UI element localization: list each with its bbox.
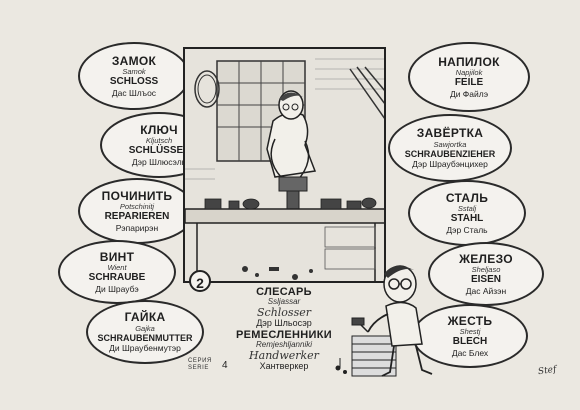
- word-russian: СТАЛЬ: [445, 190, 489, 205]
- word-transliteration: Gajka: [135, 323, 155, 333]
- word-russian: ВИНТ: [99, 249, 135, 264]
- word-transliteration: Samok: [122, 67, 146, 77]
- vocab-oval-nut: ГАЙКА Gajka SCHRAUBENMUTTER Ди Шраубенму…: [86, 300, 204, 364]
- word-german-cyrillic: Дас Айзэн: [465, 285, 507, 296]
- word-russian: ГАЙКА: [124, 310, 166, 325]
- vocab-oval-lock: ЗАМОК Samok SCHLOSS Дас Шлъос: [78, 42, 190, 110]
- card-number-badge: 2: [189, 270, 211, 292]
- vocab-oval-repair: ПОЧИНИТЬ Potschinitj REPARIEREN Рэпарирэ…: [78, 178, 196, 244]
- word-german-cyrillic: Рэпарирэн: [115, 222, 159, 233]
- word-transliteration: Sawjortka: [433, 139, 467, 149]
- word-russian: КЛЮЧ: [140, 122, 178, 137]
- word-german-cyrillic: Дас Блех: [451, 347, 489, 358]
- word-transliteration: Potschinitj: [119, 202, 155, 212]
- word-german: SCHRAUBENZIEHER: [404, 148, 496, 159]
- word-russian: ЗАВЁРТКА: [416, 126, 484, 141]
- word-german-cyrillic: Дэр Сталь: [446, 224, 488, 235]
- workshop-illustration: [183, 47, 386, 283]
- word-russian: ПОЧИНИТЬ: [101, 188, 173, 203]
- word-german: BLECH: [452, 336, 488, 348]
- word-russian: ЖЕЛЕЗО: [459, 251, 513, 266]
- vocab-oval-screw: ВИНТ Wient SCHRAUBE Ди Шраубэ: [58, 240, 176, 304]
- word-transliteration: Kljutsch: [145, 136, 173, 146]
- word-german-cyrillic: Ди Шраубенмутэр: [109, 342, 181, 353]
- word-german: SCHRAUBENMUTTER: [97, 332, 193, 343]
- cartoon-locksmith: [335, 265, 433, 377]
- word-german: SCHLÜSSEL: [128, 145, 190, 157]
- word-german-cyrillic: Дэр Шлюсэль: [131, 156, 187, 167]
- vocab-oval-file: НАПИЛОК Napjilok FEILE Ди Файлэ: [408, 42, 530, 112]
- vocab-oval-iron: ЖЕЛЕЗО Sheljaso EISEN Дас Айзэн: [428, 242, 544, 306]
- word-german: FEILE: [454, 77, 484, 89]
- series-label-de: SERIE: [188, 365, 210, 372]
- word-german-cyrillic: Дас Шлъос: [111, 87, 157, 98]
- word-transliteration: Napjilok: [455, 68, 483, 78]
- word-russian: ЖЕСТЬ: [447, 313, 493, 328]
- series-number: 4: [222, 360, 228, 371]
- word-german: SCHRAUBE: [88, 272, 146, 284]
- word-german-cyrillic: Дэр Шраубэнцихер: [412, 158, 488, 169]
- subtitle-transliteration: Remjeshljanniki: [255, 339, 313, 349]
- subtitle-german: Handwerker: [249, 348, 319, 362]
- series-label: СЕРИЯ SERIE: [188, 358, 212, 372]
- word-german-cyrillic: Ди Шраубэ: [95, 283, 139, 294]
- subtitle-russian: РЕМЕСЛЕННИКИ: [236, 328, 332, 341]
- word-german: SCHLOSS: [109, 76, 159, 88]
- word-german: STAHL: [450, 213, 484, 225]
- word-german: EISEN: [470, 274, 501, 286]
- word-russian: НАПИЛОК: [438, 54, 500, 69]
- word-german: REPARIEREN: [104, 211, 170, 223]
- word-transliteration: Sstalj: [457, 204, 477, 214]
- artist-signature: Stef: [537, 364, 558, 378]
- word-transliteration: Shestj: [459, 327, 481, 337]
- subtitle-german-cyrillic: Хантверкер: [259, 360, 309, 371]
- title-block: СЛЕСАРЬ Ssljassar Schlosser Дэр Шльосэр …: [214, 286, 354, 372]
- word-transliteration: Wient: [107, 263, 127, 273]
- word-german-cyrillic: Ди Файлэ: [449, 88, 489, 99]
- word-transliteration: Sheljaso: [471, 265, 501, 275]
- title-german-cyrillic: Дэр Шльосэр: [256, 317, 312, 328]
- series-label-ru: СЕРИЯ: [188, 358, 212, 364]
- workshop-drawing: [185, 58, 384, 281]
- title-transliteration: Ssljassar: [267, 297, 301, 307]
- vocab-oval-steel: СТАЛЬ Sstalj STAHL Дэр Сталь: [408, 180, 526, 246]
- title-russian: СЛЕСАРЬ: [256, 286, 312, 298]
- word-russian: ЗАМОК: [111, 53, 157, 68]
- title-german: Schlosser: [257, 305, 311, 319]
- vocab-oval-screwdriver: ЗАВЁРТКА Sawjortka SCHRAUBENZIEHER Дэр Ш…: [388, 114, 512, 182]
